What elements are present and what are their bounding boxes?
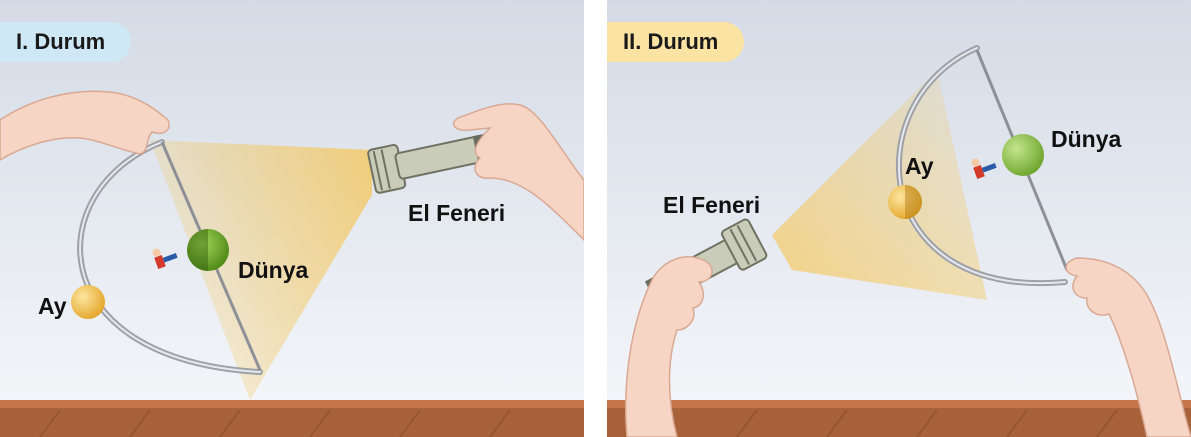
hand-icon xyxy=(1065,257,1191,437)
label-el-feneri-2: El Feneri xyxy=(663,192,761,218)
moon xyxy=(71,285,105,319)
label-dunya-1: Dünya xyxy=(238,257,309,283)
moon xyxy=(888,185,922,219)
label-el-feneri-1: El Feneri xyxy=(408,200,506,226)
light-beam xyxy=(772,70,987,300)
earth xyxy=(1002,134,1044,176)
label-dunya-2: Dünya xyxy=(1051,126,1122,152)
hand-icon xyxy=(624,256,713,437)
person-figure-icon xyxy=(971,158,997,180)
label-ay-1: Ay xyxy=(38,293,67,319)
panel-title-2: II. Durum xyxy=(607,22,745,62)
hand-icon xyxy=(0,90,170,161)
floor xyxy=(0,408,584,437)
scene-2-illustration xyxy=(607,0,1191,437)
panel-durum-2: II. Durum Dünya Ay El Feneri xyxy=(607,0,1191,437)
panel-durum-1: I. Durum Dünya Ay El Feneri xyxy=(0,0,584,437)
floor-trim xyxy=(607,400,1191,408)
earth xyxy=(187,229,229,271)
label-ay-2: Ay xyxy=(905,153,934,179)
hand-icon xyxy=(452,103,584,242)
person-figure-icon xyxy=(152,248,178,270)
scene-1-illustration xyxy=(0,0,584,437)
floor xyxy=(607,408,1191,437)
panel-title-1: I. Durum xyxy=(0,22,132,62)
light-beam xyxy=(150,140,372,400)
floor-trim xyxy=(0,400,584,408)
